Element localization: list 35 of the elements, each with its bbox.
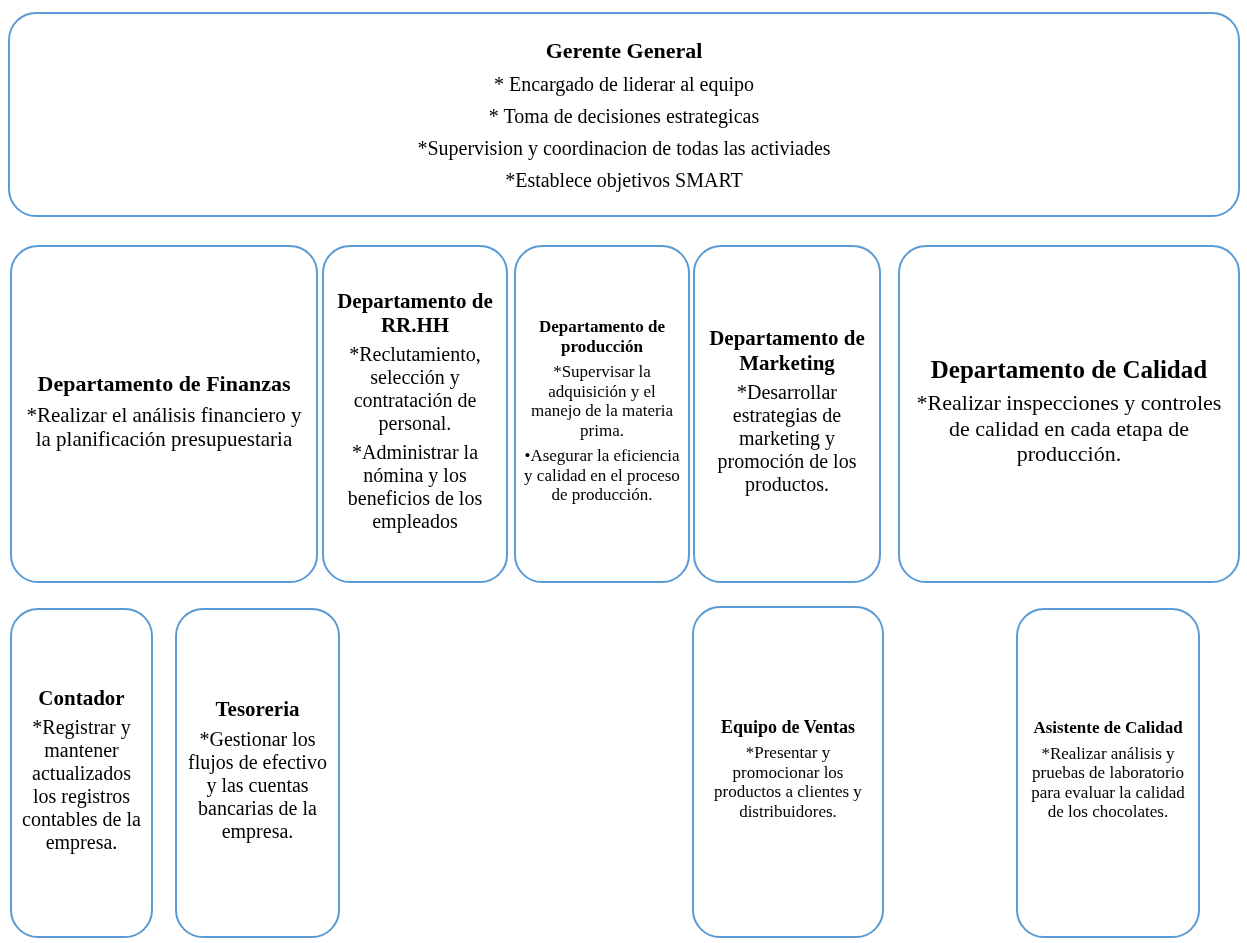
box-title: Departamento de Calidad — [930, 355, 1208, 385]
box-text: * Toma de decisiones estrategicas — [488, 104, 760, 130]
box-title: Departamento de Marketing — [708, 326, 866, 375]
org-box — [693, 245, 881, 583]
box-text: *Registrar y mantener actualizados los registros contables de la empresa. — [21, 716, 142, 855]
box-text: *Realizar análisis y pruebas de laboratorio para evaluar la calidad de los chocolates. — [1030, 743, 1186, 822]
box-text: *Establece objetivos SMART — [505, 168, 743, 194]
box-text: * Encargado de liderar al equipo — [493, 72, 755, 98]
box-text: *Reclutamiento, selección y contratación de personal. — [348, 343, 482, 436]
box-title: Asistente de Calidad — [1033, 718, 1183, 738]
org-box — [175, 608, 340, 938]
org-box — [8, 12, 1240, 217]
box-text: *Realizar inspecciones y controles de calidad en cada etapa de producción. — [915, 390, 1223, 467]
org-box — [10, 245, 318, 583]
box-title: Contador — [38, 685, 125, 711]
box-text: *Administrar la nómina y los beneficios de los empleados — [346, 441, 484, 534]
box-title: Tesoreria — [215, 697, 300, 722]
org-box — [898, 245, 1240, 583]
org-box — [322, 245, 508, 583]
box-text: *Realizar el análisis financiero y la planificación presupuestaria — [25, 402, 303, 451]
box-text: *Presentar y promocionar los productos a clientes y distribuidores. — [713, 743, 863, 822]
org-box — [10, 608, 153, 938]
box-title: Equipo de Ventas — [720, 716, 856, 738]
org-box — [1016, 608, 1200, 938]
box-text: *Desarrollar estrategias de marketing y promoción de los productos. — [716, 380, 858, 496]
box-text: *Gestionar los flujos de efectivo y las cuentas bancarias de la empresa. — [187, 727, 328, 843]
box-text: *Supervisar la adquisición y el manejo de la materia prima. — [529, 362, 675, 441]
box-text: •Asegurar la eficiencia y calidad en el proceso de producción. — [524, 446, 680, 505]
box-text: *Supervision y coordinacion de todas las activiades — [417, 136, 831, 162]
box-title: Departamento de RR.HH — [336, 288, 494, 338]
org-box — [514, 245, 690, 583]
org-box — [692, 606, 884, 938]
box-title: Departamento de producción — [537, 317, 667, 357]
box-title: Gerente General — [545, 36, 703, 65]
box-title: Departamento de Finanzas — [37, 371, 291, 397]
